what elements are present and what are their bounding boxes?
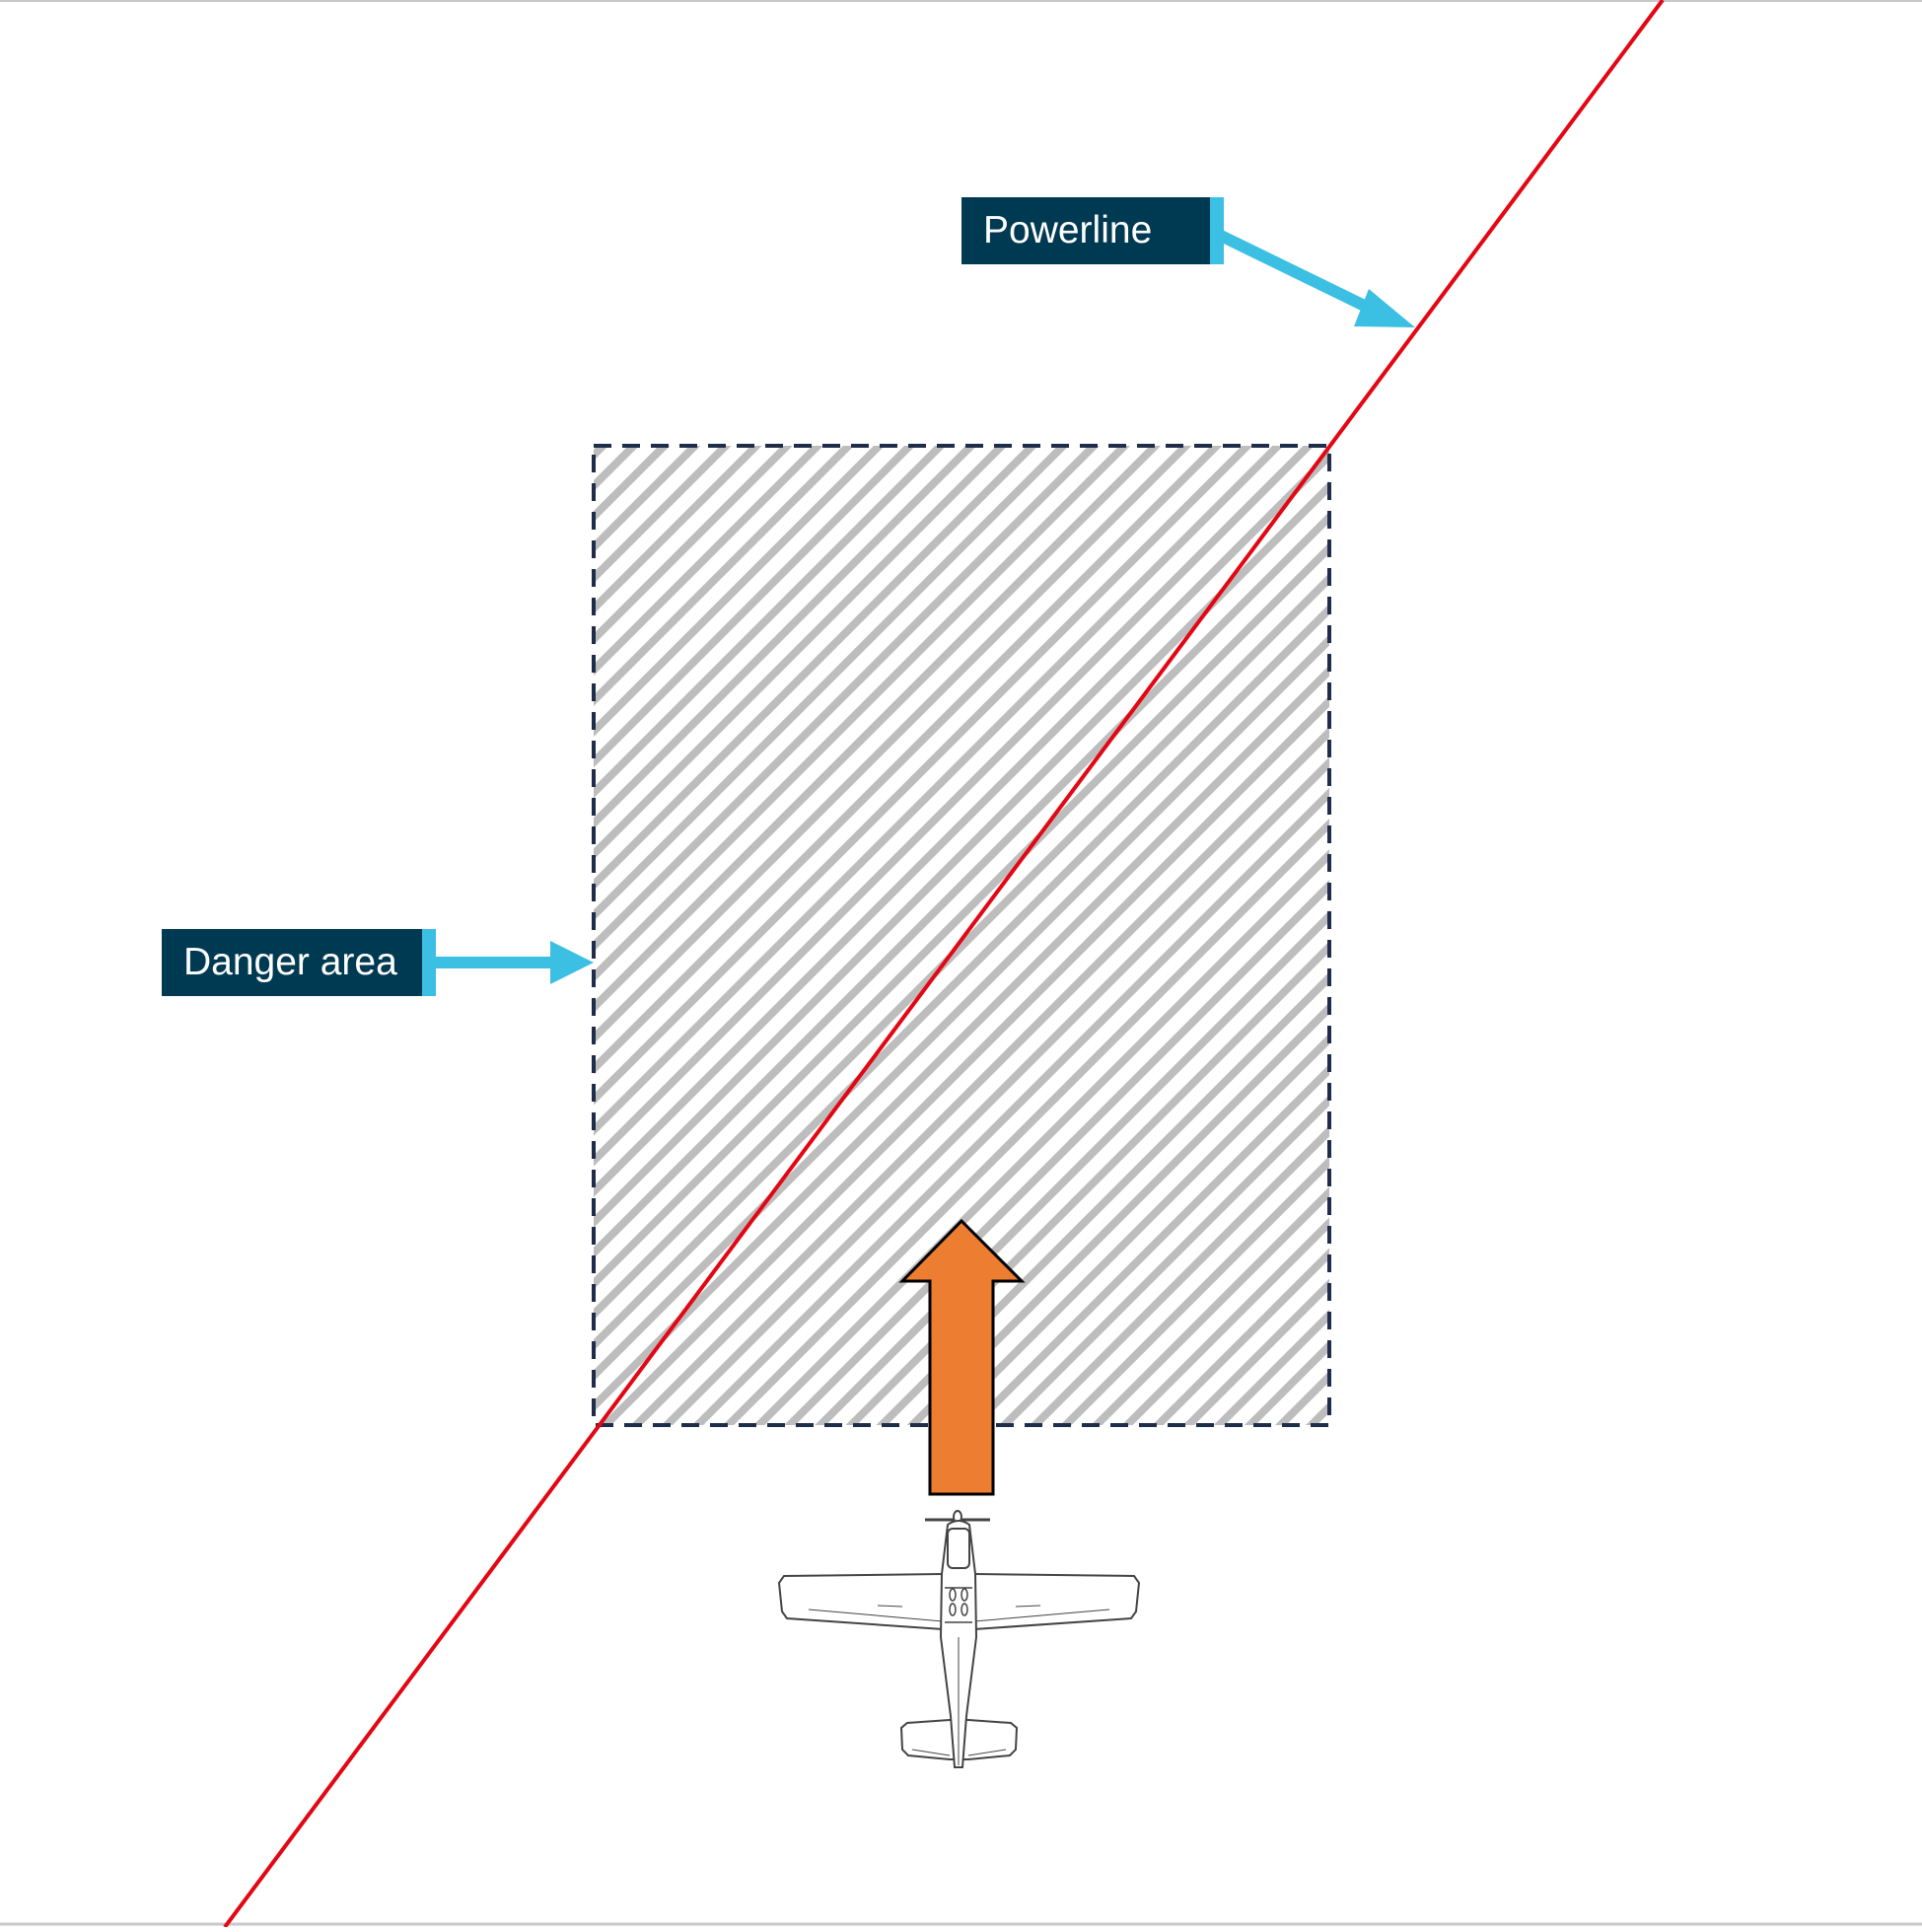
powerline-label: Powerline [961,197,1224,264]
powerline [223,0,1665,1929]
danger-area-label: Danger area [162,929,436,996]
danger-area-callout-arrow [434,941,594,984]
powerline-callout-arrow [1216,229,1415,327]
powerline-label-text: Powerline [983,209,1153,251]
aircraft-icon [777,1510,1141,1768]
danger-area-label-text: Danger area [183,941,397,983]
danger-area-label-accent [422,929,436,996]
direction-arrow-icon [898,1218,1026,1496]
powerline-label-accent [1210,197,1224,264]
